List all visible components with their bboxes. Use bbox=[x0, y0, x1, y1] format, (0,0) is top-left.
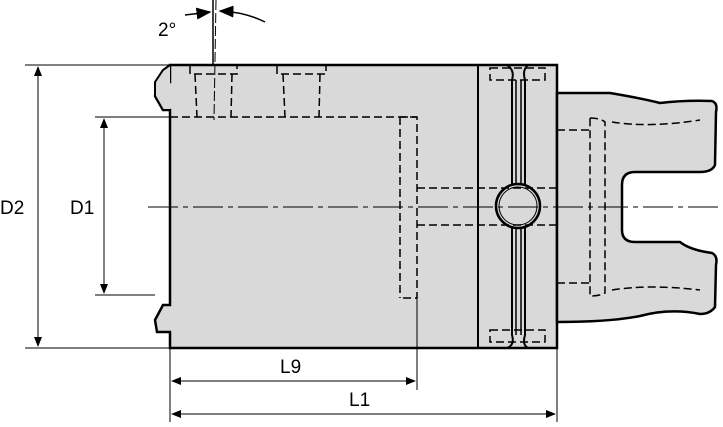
angle-label: 2° bbox=[158, 20, 176, 41]
drive-hole bbox=[494, 182, 542, 230]
d1-dimension bbox=[95, 116, 170, 296]
l9-label: L9 bbox=[280, 357, 301, 378]
length-dimensions bbox=[169, 298, 558, 422]
hidden-lines bbox=[170, 66, 701, 343]
d2-label: D2 bbox=[0, 198, 24, 219]
l1-label: L1 bbox=[349, 390, 370, 411]
front-chamfer bbox=[154, 64, 171, 111]
d2-dimension bbox=[25, 64, 170, 349]
fork-shank bbox=[555, 91, 718, 324]
d1-label: D1 bbox=[70, 198, 94, 219]
